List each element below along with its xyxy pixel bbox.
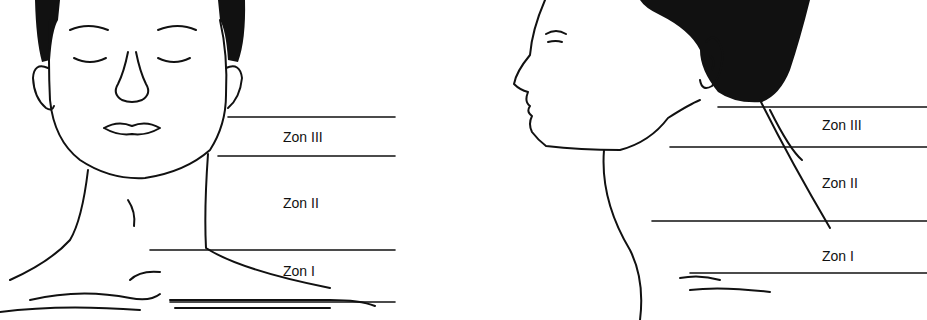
- side-zone-lines: [652, 107, 927, 273]
- zone-label: Zon III: [283, 129, 323, 145]
- zone-label: Zon I: [822, 248, 854, 264]
- zone-label: Zon II: [283, 195, 319, 211]
- zone-label: Zon II: [822, 175, 858, 191]
- side-head: [514, 0, 830, 320]
- front-zone-lines: [150, 117, 395, 302]
- zone-label: Zon III: [822, 117, 862, 133]
- zone-label: Zon I: [283, 263, 315, 279]
